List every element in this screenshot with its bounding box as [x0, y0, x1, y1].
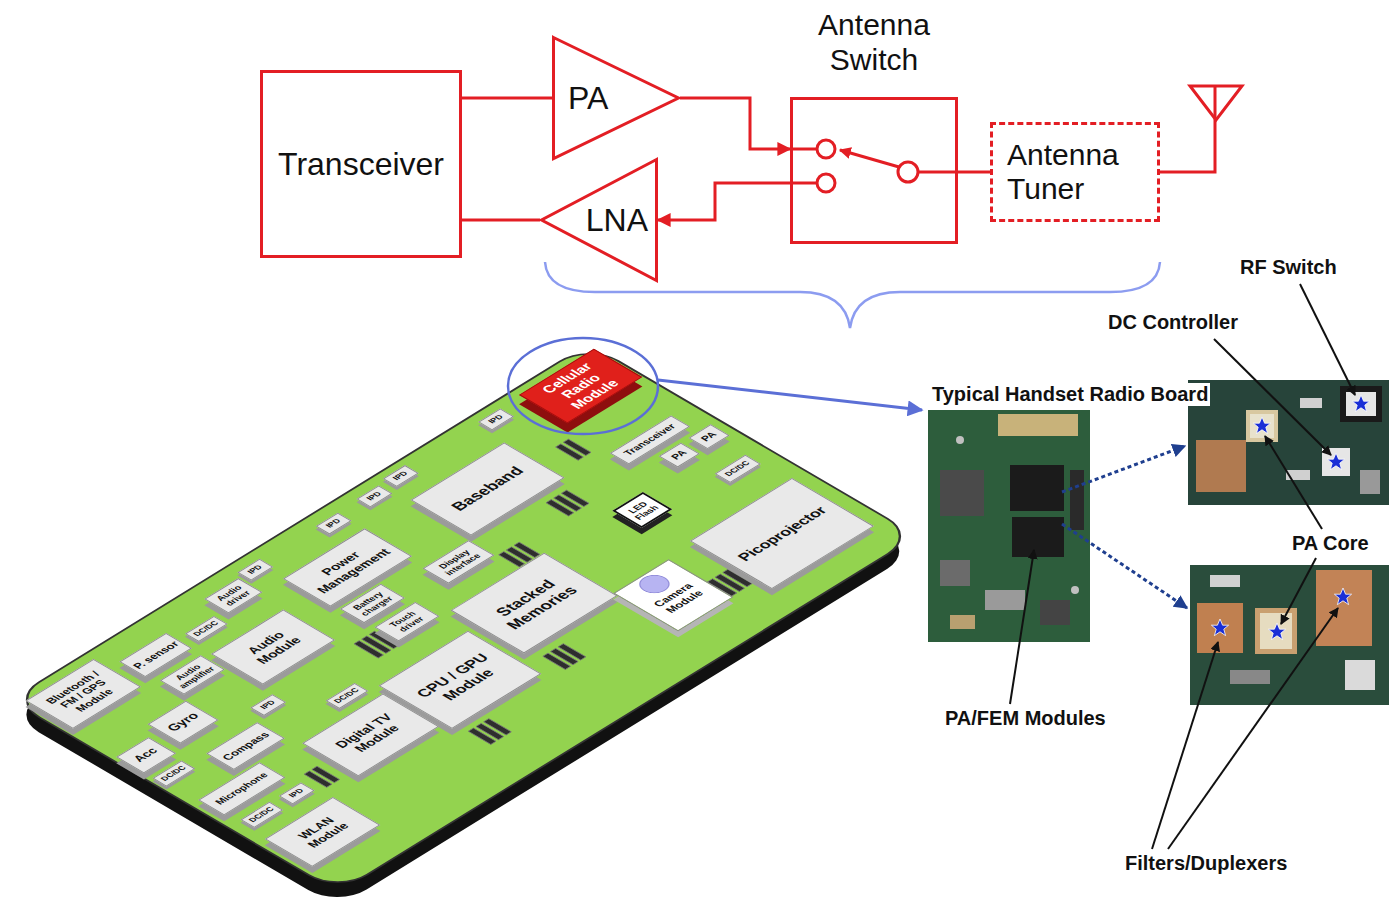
node-text: Acc — [131, 746, 162, 765]
callout-label: Filters/Duplexers — [1125, 852, 1287, 875]
node-text: Gyro — [164, 710, 203, 733]
antenna-symbol — [1160, 86, 1242, 172]
switch-symbol — [790, 140, 958, 192]
highlight-ellipse — [508, 338, 658, 434]
callout-label: PA Core — [1292, 532, 1369, 555]
node-text: IPD — [259, 699, 278, 711]
node-text: Transceiver — [278, 146, 444, 183]
node-text: Camera Module — [643, 576, 715, 620]
node-text: PA — [552, 80, 680, 117]
node-text: Antenna Switch — [790, 8, 958, 77]
triangle-shape — [542, 160, 657, 281]
callout-label: PA/FEM Modules — [945, 707, 1106, 730]
node-text: IPD — [391, 470, 410, 482]
phone-board: Cellular Radio ModuleIPDTransceiverPAPAD… — [10, 344, 917, 893]
radio-board-photo — [928, 410, 1090, 642]
switch-box: Antenna Switch — [790, 8, 958, 244]
signal-wire — [462, 219, 540, 222]
node-text: Baseband — [447, 464, 528, 513]
callout-label: Typical Handset Radio Board — [930, 383, 1210, 406]
node-text: Picoprojector — [733, 504, 830, 563]
node-text: LNA — [540, 202, 658, 239]
zoom-arrow — [1062, 446, 1187, 608]
signal-wire — [658, 183, 790, 220]
node-text: IPD — [324, 518, 343, 530]
zoom-arrow — [658, 380, 922, 410]
node-text: IPD — [487, 414, 506, 426]
transceiver-box: Transceiver — [260, 70, 462, 258]
signal-wire — [680, 98, 790, 149]
node-text: IPD — [365, 491, 384, 503]
node-text: Antenna Tuner — [1007, 138, 1143, 207]
node-text: PA — [698, 430, 719, 443]
signal-wire — [958, 171, 990, 174]
node-text: PA — [669, 449, 690, 462]
amplifier-triangle: LNA — [540, 158, 658, 282]
filter-module-photo — [1190, 565, 1389, 705]
amplifier-triangle: PA — [552, 36, 680, 160]
callout-label: RF Switch — [1240, 256, 1337, 279]
pa-module-photo — [1188, 380, 1389, 505]
triangle-shape — [554, 38, 679, 159]
tuner-box: Antenna Tuner — [990, 122, 1160, 222]
leader-line — [1010, 284, 1355, 849]
callout-label: DC Controller — [1108, 311, 1238, 334]
node-text: IPD — [246, 564, 265, 576]
signal-wire — [462, 97, 552, 100]
node-text: IPD — [287, 787, 306, 799]
switch-frame — [790, 97, 958, 244]
